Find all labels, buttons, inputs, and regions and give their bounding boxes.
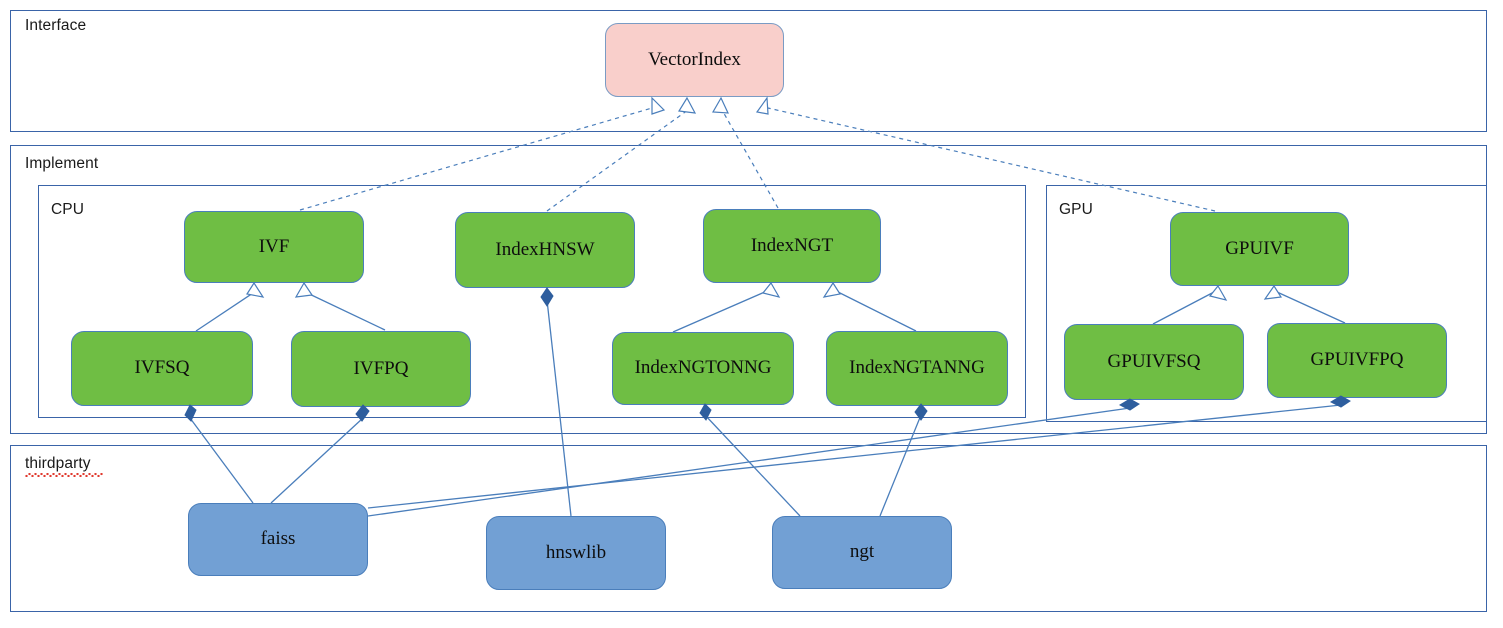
node-label-hnswlib: hnswlib [545,541,607,563]
node-ngt[interactable]: ngt [772,516,952,589]
node-label-gpuivf: GPUIVF [1225,237,1294,259]
node-ivfpq[interactable]: IVFPQ [291,331,471,407]
node-hnswlib[interactable]: hnswlib [486,516,666,590]
node-label-ivfpq: IVFPQ [353,357,409,379]
node-vectorindex[interactable]: VectorIndex [605,23,784,97]
node-faiss[interactable]: faiss [188,503,368,576]
node-label-indexngtonng: IndexNGTONNG [634,357,772,379]
node-label-indexngt: IndexNGT [750,234,834,256]
container-label-cpu: CPU [51,201,85,218]
container-label-implement: Implement [25,155,99,172]
node-label-ivfsq: IVFSQ [134,357,190,379]
node-ivf[interactable]: IVF [184,211,364,283]
node-indexngt[interactable]: IndexNGT [703,209,881,283]
node-gpuivfpq[interactable]: GPUIVFPQ [1267,323,1447,398]
node-indexhnsw[interactable]: IndexHNSW [455,212,635,288]
node-ivfsq[interactable]: IVFSQ [71,331,253,406]
container-label-thirdparty: thirdparty [25,455,91,472]
node-label-faiss: faiss [260,528,296,550]
node-label-ngt: ngt [849,541,875,563]
node-label-indexngtanng: IndexNGTANNG [849,357,985,379]
node-label-vectorindex: VectorIndex [648,48,741,70]
node-label-gpuivfpq: GPUIVFPQ [1310,349,1404,371]
node-label-ivf: IVF [258,235,290,257]
node-gpuivf[interactable]: GPUIVF [1170,212,1349,286]
container-label-gpu: GPU [1059,201,1093,218]
container-label-interface: Interface [25,17,87,34]
node-indexngtonng[interactable]: IndexNGTONNG [612,332,794,405]
node-label-gpuivfsq: GPUIVFSQ [1107,350,1201,372]
node-indexngtanng[interactable]: IndexNGTANNG [826,331,1008,406]
node-label-indexhnsw: IndexHNSW [495,238,595,260]
node-gpuivfsq[interactable]: GPUIVFSQ [1064,324,1244,400]
